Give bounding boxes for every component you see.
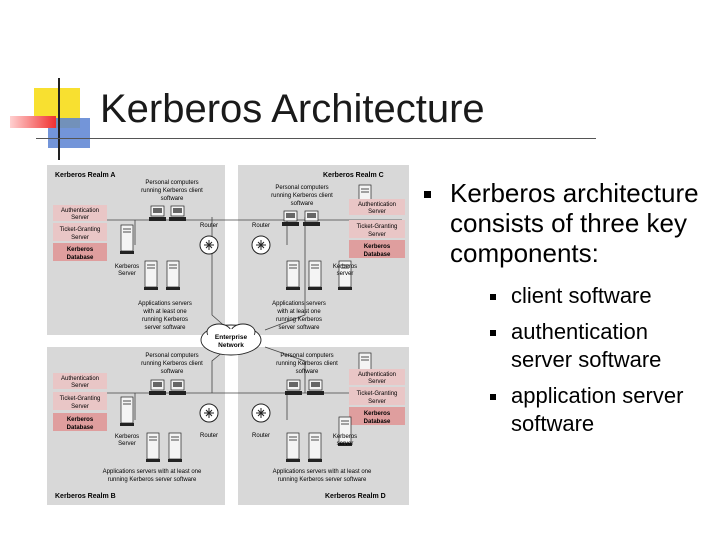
svg-text:server software: server software	[278, 325, 320, 331]
svg-text:Authentication: Authentication	[358, 202, 396, 208]
bullet-square-icon	[490, 330, 496, 336]
svg-text:Applications servers with at l: Applications servers with at least one	[273, 469, 372, 475]
realm-d-auth-server-label	[349, 369, 405, 385]
svg-text:Authentication: Authentication	[61, 376, 99, 382]
svg-text:Kerberos: Kerberos	[364, 411, 391, 417]
svg-text:Database: Database	[364, 419, 391, 425]
svg-text:Server: Server	[368, 399, 386, 405]
svg-text:Database: Database	[364, 252, 391, 258]
bullet-main: Kerberos architecture consists of three …	[418, 178, 714, 268]
svg-text:Router: Router	[252, 433, 270, 439]
svg-text:Router: Router	[200, 223, 218, 229]
svg-text:software: software	[296, 369, 319, 375]
slide-title: Kerberos Architecture	[100, 87, 485, 131]
sub-bullet: authentication server software	[418, 318, 714, 374]
svg-text:Server: Server	[368, 379, 386, 385]
realm-a-label: Kerberos Realm A	[55, 172, 115, 179]
bullet-square-icon	[424, 191, 431, 198]
realm-a-tgs-label	[53, 223, 107, 241]
sub-bullet-text: authentication server software	[511, 319, 662, 372]
svg-text:Database: Database	[67, 425, 94, 431]
svg-text:server: server	[337, 271, 354, 277]
enterprise-network-cloud: Enterprise Network	[200, 323, 262, 356]
svg-text:Server: Server	[71, 383, 89, 389]
svg-text:software: software	[291, 201, 314, 207]
realm-b-tgs-label	[53, 392, 107, 410]
svg-text:server: server	[337, 441, 354, 447]
svg-text:Server: Server	[71, 235, 89, 241]
svg-text:running Kerberos client: running Kerberos client	[141, 188, 203, 194]
svg-text:running Kerberos: running Kerberos	[142, 317, 188, 323]
svg-text:Ticket-Granting: Ticket-Granting	[357, 391, 398, 397]
svg-text:with at least one: with at least one	[142, 309, 187, 315]
realm-c-auth-server-label	[349, 199, 405, 215]
svg-text:running Kerberos: running Kerberos	[276, 317, 322, 323]
sub-bullet-text: application server software	[511, 383, 684, 436]
svg-text:running Kerberos server softwa: running Kerberos server software	[108, 477, 197, 483]
realm-b-database-label	[53, 413, 107, 431]
svg-text:running Kerberos server softwa: running Kerberos server software	[278, 477, 367, 483]
realm-c-tgs-label	[349, 220, 405, 238]
deco-vertical-line	[58, 78, 60, 160]
svg-text:Ticket-Granting: Ticket-Granting	[60, 396, 101, 402]
realm-d-label: Kerberos Realm D	[325, 493, 386, 500]
svg-text:server software: server software	[144, 325, 186, 331]
svg-text:Kerberos: Kerberos	[115, 434, 139, 440]
svg-text:Network: Network	[218, 342, 244, 349]
svg-text:software: software	[161, 196, 184, 202]
svg-text:Server: Server	[368, 232, 386, 238]
svg-text:Kerberos: Kerberos	[364, 244, 391, 250]
deco-pink-bar	[10, 116, 56, 128]
svg-text:Applications servers with at l: Applications servers with at least one	[103, 469, 202, 475]
svg-text:Kerberos: Kerberos	[115, 264, 139, 270]
svg-text:Personal computers: Personal computers	[145, 353, 198, 359]
realm-b-label: Kerberos Realm B	[55, 493, 116, 500]
svg-text:Ticket-Granting: Ticket-Granting	[357, 224, 398, 230]
svg-text:Server: Server	[118, 441, 136, 447]
svg-text:Personal computers: Personal computers	[145, 180, 198, 186]
svg-text:Server: Server	[368, 209, 386, 215]
svg-text:Server: Server	[71, 215, 89, 221]
bullet-main-text: Kerberos architecture consists of three …	[450, 178, 699, 268]
svg-text:software: software	[161, 369, 184, 375]
svg-text:with at least one: with at least one	[276, 309, 321, 315]
bullet-square-icon	[490, 394, 496, 400]
svg-text:Kerberos: Kerberos	[67, 247, 94, 253]
svg-text:Authentication: Authentication	[61, 208, 99, 214]
svg-text:Router: Router	[252, 223, 270, 229]
sub-bullet: client software	[418, 282, 714, 310]
bullet-square-icon	[490, 294, 496, 300]
svg-text:Applications servers: Applications servers	[138, 301, 192, 307]
svg-text:Personal computers: Personal computers	[280, 353, 333, 359]
svg-text:Authentication: Authentication	[358, 372, 396, 378]
svg-text:running Kerberos client: running Kerberos client	[141, 361, 203, 367]
svg-text:Kerberos: Kerberos	[333, 434, 357, 440]
svg-text:Router: Router	[200, 433, 218, 439]
sub-bullet-text: client software	[511, 283, 652, 308]
svg-text:Server: Server	[71, 404, 89, 410]
realm-c-database-label	[349, 240, 405, 258]
realm-d-database-label	[349, 407, 405, 425]
realm-a-auth-server-label	[53, 205, 107, 221]
svg-text:Enterprise: Enterprise	[215, 334, 248, 341]
kerberos-architecture-diagram: Kerberos Realm A Kerberos Realm C Kerber…	[47, 165, 409, 505]
svg-text:Kerberos: Kerberos	[333, 264, 357, 270]
svg-text:Database: Database	[67, 255, 94, 261]
svg-text:running Kerberos client: running Kerberos client	[276, 361, 338, 367]
sub-bullet: application server software	[418, 382, 714, 438]
realm-a-pc-caption: Personal computers running Kerberos clie…	[141, 180, 203, 202]
realm-c-label: Kerberos Realm C	[323, 172, 384, 179]
svg-text:Kerberos: Kerberos	[67, 417, 94, 423]
realm-d-tgs-label	[349, 387, 405, 405]
svg-text:Applications servers: Applications servers	[272, 301, 326, 307]
svg-text:running Kerberos client: running Kerberos client	[271, 193, 333, 199]
svg-text:Personal computers: Personal computers	[275, 185, 328, 191]
realm-b-auth-server-label	[53, 373, 107, 389]
svg-text:Ticket-Granting: Ticket-Granting	[60, 227, 101, 233]
deco-horizontal-line	[36, 138, 596, 139]
bullet-list: Kerberos architecture consists of three …	[418, 178, 714, 438]
svg-text:Server: Server	[118, 271, 136, 277]
realm-a-database-label	[53, 243, 107, 261]
sub-bullet-list: client software authentication server so…	[418, 282, 714, 438]
